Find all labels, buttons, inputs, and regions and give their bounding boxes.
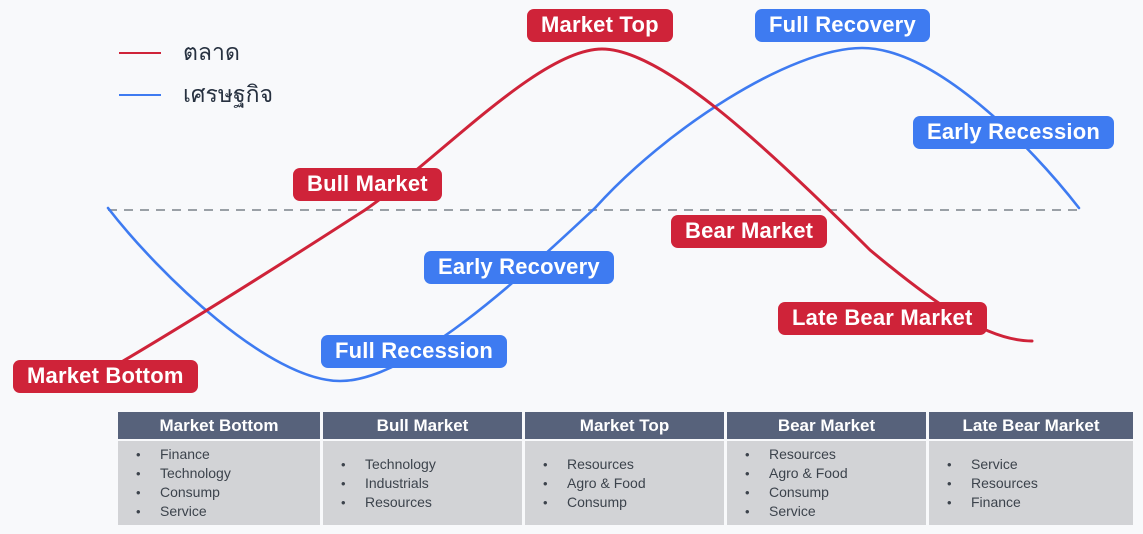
sector-list: ResourcesAgro & FoodConsump xyxy=(541,455,718,512)
legend-label-market: ตลาด xyxy=(183,40,240,66)
phase-badge-full-recovery: Full Recovery xyxy=(755,9,930,43)
phase-badge-late-bear-market: Late Bear Market xyxy=(778,302,987,336)
sector-item: Industrials xyxy=(339,474,516,493)
sector-list: ServiceResourcesFinance xyxy=(945,455,1127,512)
sector-item: Resources xyxy=(743,445,920,464)
sector-item: Service xyxy=(134,502,314,521)
market-curve xyxy=(106,47,1034,372)
sector-item: Consump xyxy=(743,483,920,502)
phase-badge-market-top: Market Top xyxy=(527,9,673,43)
sector-item: Service xyxy=(945,455,1127,474)
sector-column-body: TechnologyIndustrialsResources xyxy=(323,441,522,525)
sector-item: Technology xyxy=(134,464,314,483)
sector-item: Resources xyxy=(945,474,1127,493)
legend-item-market: ตลาด xyxy=(119,32,273,74)
phase-badge-market-bottom: Market Bottom xyxy=(13,360,198,394)
sector-column-body: ResourcesAgro & FoodConsump xyxy=(525,441,724,525)
sector-column-header: Late Bear Market xyxy=(929,412,1133,439)
economy-line-swatch xyxy=(119,94,161,96)
sector-item: Consump xyxy=(541,493,718,512)
sector-list: TechnologyIndustrialsResources xyxy=(339,455,516,512)
sector-item: Agro & Food xyxy=(541,474,718,493)
phase-badge-bull-market: Bull Market xyxy=(293,168,442,202)
legend-label-economy: เศรษฐกิจ xyxy=(183,82,274,108)
sector-column-market-bottom: Market Bottom FinanceTechnologyConsumpSe… xyxy=(118,412,320,525)
sector-item: Resources xyxy=(339,493,516,512)
sector-item: Finance xyxy=(945,493,1127,512)
sector-column-market-top: Market Top ResourcesAgro & FoodConsump xyxy=(525,412,724,525)
legend: ตลาด เศรษฐกิจ xyxy=(119,32,273,116)
phase-badge-full-recession: Full Recession xyxy=(321,335,508,369)
sector-column-body: ResourcesAgro & FoodConsumpService xyxy=(727,441,926,525)
sector-list: FinanceTechnologyConsumpService xyxy=(134,445,314,521)
legend-item-economy: เศรษฐกิจ xyxy=(119,74,273,116)
sector-item: Technology xyxy=(339,455,516,474)
sector-column-header: Bull Market xyxy=(323,412,522,439)
sector-column-header: Market Top xyxy=(525,412,724,439)
sector-item: Resources xyxy=(541,455,718,474)
sector-table: Market Bottom FinanceTechnologyConsumpSe… xyxy=(118,412,1133,525)
sector-column-header: Bear Market xyxy=(727,412,926,439)
sector-list: ResourcesAgro & FoodConsumpService xyxy=(743,445,920,521)
sector-item: Consump xyxy=(134,483,314,502)
sector-column-bear-market: Bear Market ResourcesAgro & FoodConsumpS… xyxy=(727,412,926,525)
sector-column-late-bear-market: Late Bear Market ServiceResourcesFinance xyxy=(929,412,1133,525)
phase-badge-bear-market: Bear Market xyxy=(671,215,828,249)
sector-item: Agro & Food xyxy=(743,464,920,483)
sector-column-body: ServiceResourcesFinance xyxy=(929,441,1133,525)
sector-item: Finance xyxy=(134,445,314,464)
phase-badge-early-recovery: Early Recovery xyxy=(424,251,614,285)
sector-column-body: FinanceTechnologyConsumpService xyxy=(118,441,320,525)
sector-column-header: Market Bottom xyxy=(118,412,320,439)
economy-curve xyxy=(106,46,1081,383)
phase-badge-early-recession: Early Recession xyxy=(913,116,1114,150)
sector-item: Service xyxy=(743,502,920,521)
market-line-swatch xyxy=(119,52,161,54)
sector-column-bull-market: Bull Market TechnologyIndustrialsResourc… xyxy=(323,412,522,525)
